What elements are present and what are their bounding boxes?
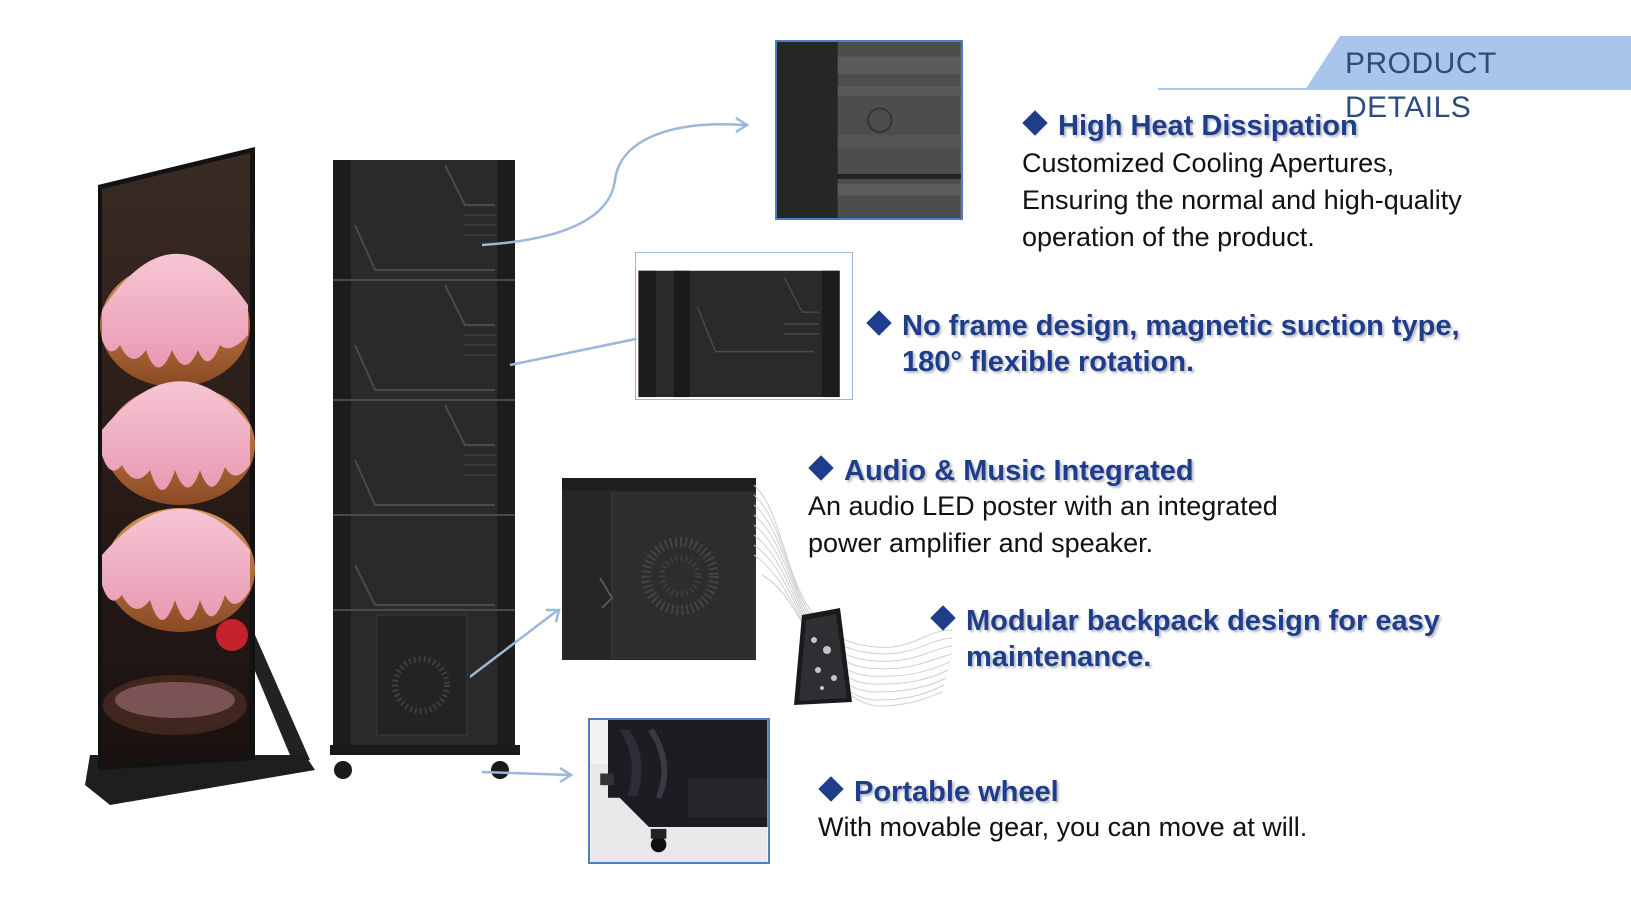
feature-frame: No frame design, magnetic suction type, … (866, 308, 1506, 380)
arrow-wheel (481, 770, 571, 777)
feature-modular: Modular backpack design for easy mainten… (930, 603, 1490, 675)
diamond-bullet-icon (808, 455, 834, 481)
diamond-bullet-icon (1022, 110, 1048, 136)
feature-modular-title: Modular backpack design for easy mainten… (930, 603, 1490, 675)
feature-heat-description: Customized Cooling Apertures, Ensuring t… (1022, 145, 1582, 256)
feature-heat-desc-line: operation of the product. (1022, 222, 1315, 252)
led-poster-front-image (85, 147, 315, 805)
feature-audio-desc-line: An audio LED poster with an integrated (808, 491, 1278, 521)
modular-wave-graphic (753, 484, 953, 707)
header-tab-label: PRODUCT DETAILS (1345, 47, 1497, 124)
feature-audio-title-row: Audio & Music Integrated (808, 453, 1368, 489)
feature-heat-title-row: High Heat Dissipation (1022, 108, 1582, 144)
arrow-audio (470, 609, 559, 679)
diamond-bullet-icon (930, 605, 956, 631)
pointer-arrows (470, 116, 750, 784)
feature-frame-title: No frame design, magnetic suction type, … (866, 308, 1506, 380)
frame-detail-image (635, 252, 853, 400)
feature-modular-title-line: Modular backpack design for easy (966, 605, 1440, 637)
feature-audio: Audio & Music Integrated An audio LED po… (808, 453, 1368, 562)
diamond-bullet-icon (866, 310, 892, 336)
feature-audio-desc-line: power amplifier and speaker. (808, 528, 1154, 558)
feature-heat-desc-line: Customized Cooling Apertures, (1022, 148, 1395, 178)
feature-heat: High Heat Dissipation Customized Cooling… (1022, 108, 1582, 256)
audio-detail-image (562, 478, 756, 660)
feature-wheel-title-row: Portable wheel (818, 774, 1418, 810)
feature-audio-description: An audio LED poster with an integrated p… (808, 488, 1368, 562)
cabinet-back-image (330, 160, 520, 779)
feature-frame-title-line: 180° flexible rotation. (902, 346, 1195, 378)
feature-wheel: Portable wheel With movable gear, you ca… (818, 774, 1418, 846)
feature-frame-title-line: No frame design, magnetic suction type, (902, 310, 1460, 342)
wheel-detail-image (588, 718, 770, 864)
feature-wheel-description: With movable gear, you can move at will. (818, 812, 1308, 842)
feature-modular-title-line: maintenance. (966, 641, 1152, 673)
diamond-bullet-icon (818, 776, 844, 802)
feature-wheel-title: Portable wheel (854, 776, 1059, 808)
feature-heat-title: High Heat Dissipation (1058, 110, 1358, 142)
feature-heat-desc-line: Ensuring the normal and high-quality (1022, 185, 1462, 215)
header-tab (1305, 36, 1631, 90)
feature-audio-title: Audio & Music Integrated (844, 455, 1194, 487)
arrow-frame (509, 333, 656, 367)
heat-detail-image (775, 40, 963, 220)
arrow-heat (481, 123, 746, 247)
